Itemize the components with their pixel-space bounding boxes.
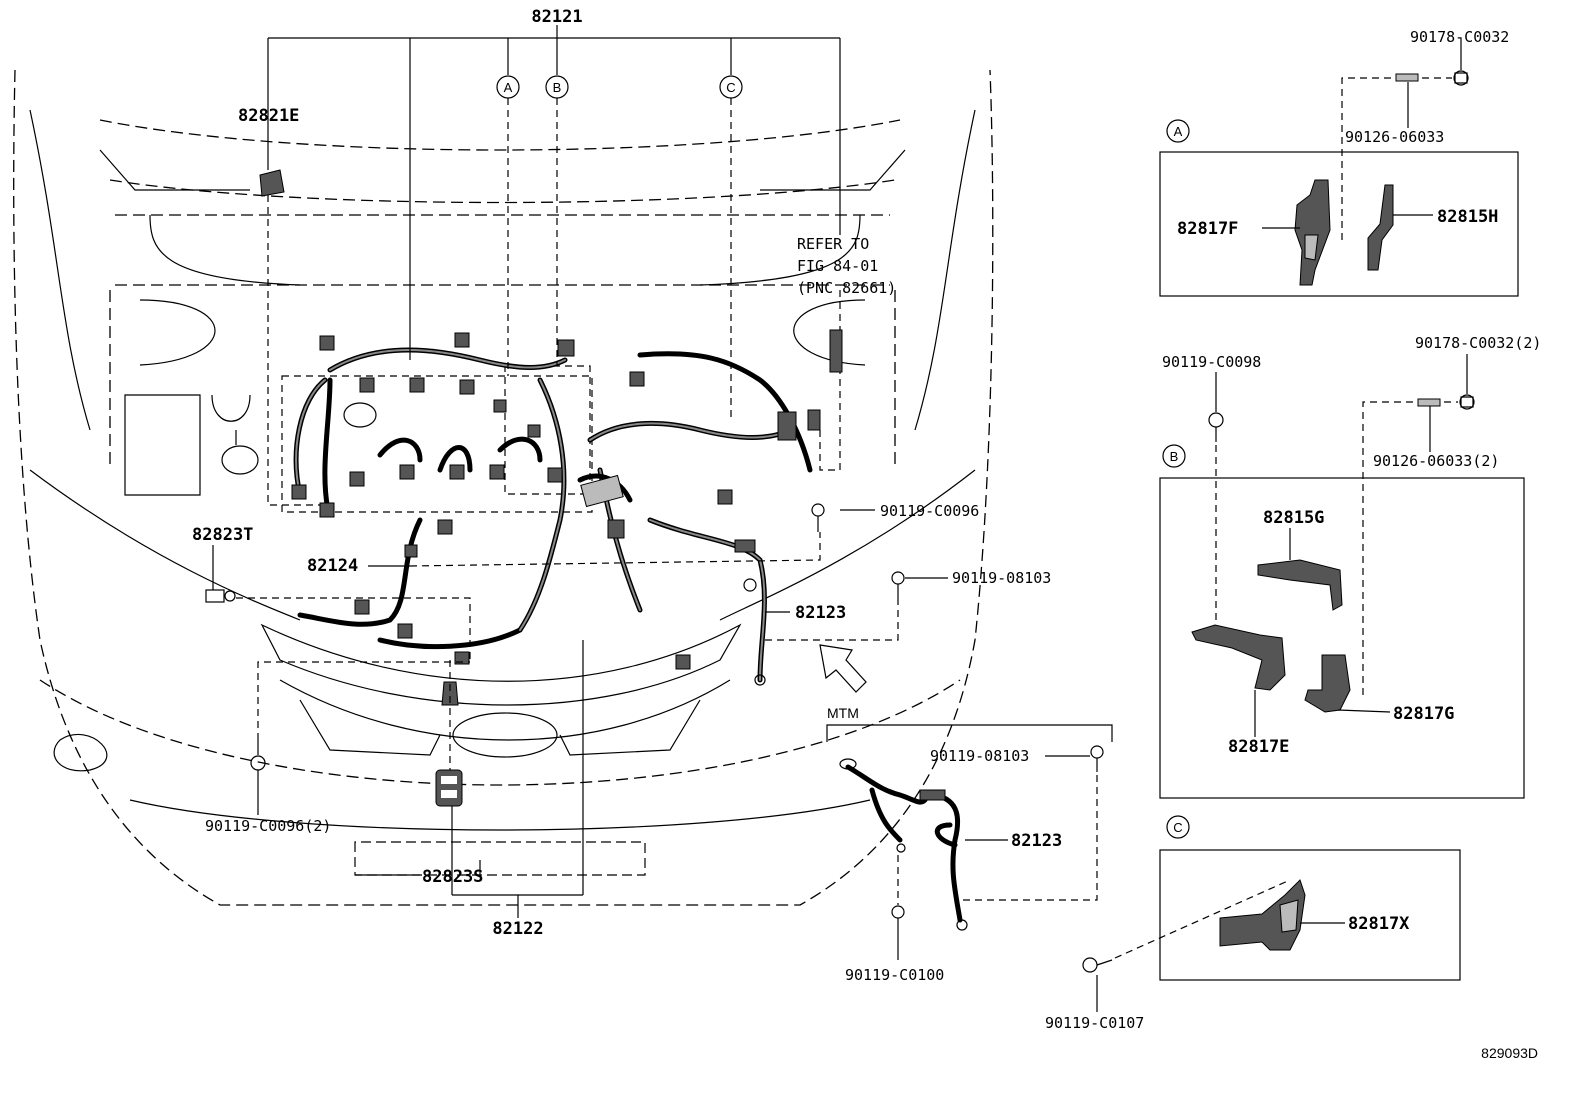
connector-82823s-part bbox=[435, 769, 463, 807]
c-bolt-icon bbox=[1082, 957, 1113, 973]
svg-text:A: A bbox=[1174, 124, 1183, 139]
label-engine-room-harness: 82122 bbox=[492, 919, 543, 939]
label-b-stud: 90126-06033(2) bbox=[1373, 452, 1499, 470]
view-arrow-icon bbox=[819, 644, 867, 693]
callout-b-detail: B bbox=[1162, 444, 1186, 468]
bolt-c0096-2-icon bbox=[250, 740, 266, 771]
callout-b-top: B bbox=[545, 75, 569, 99]
label-a-nut: 90178-C0032 bbox=[1410, 28, 1509, 46]
label-bolt-08103: 90119-08103 bbox=[952, 569, 1051, 587]
drawing-number: 829093D bbox=[1481, 1045, 1538, 1061]
svg-text:C: C bbox=[1173, 820, 1182, 835]
label-wire-82124: 82124 bbox=[307, 556, 358, 576]
label-refer-line2: FIG 84-01 bbox=[797, 257, 878, 275]
label-c-bolt: 90119-C0107 bbox=[1045, 1014, 1144, 1032]
leader-lines bbox=[212, 25, 948, 918]
detail-c: C 82817X 90119-C0107 bbox=[1045, 815, 1461, 1032]
label-b-bolt: 90119-C0098 bbox=[1162, 353, 1261, 371]
label-clamp-82821e: 82821E bbox=[238, 106, 299, 126]
label-bolt-c0096: 90119-C0096 bbox=[880, 502, 979, 520]
label-b-bracket-17g: 82817G bbox=[1393, 704, 1454, 724]
main-labels: 82121 82821E 82823T 82124 82123 82823S 8… bbox=[192, 7, 1051, 939]
detail-a: A 90178-C0032 90126-06033 82817F 82815H bbox=[1159, 28, 1519, 297]
label-mtm-bolt-08103: 90119-08103 bbox=[930, 747, 1029, 765]
label-refer-line3: (PNC 82661) bbox=[797, 279, 896, 297]
a-nut-icon bbox=[1453, 70, 1469, 86]
b-stud-icon bbox=[1417, 398, 1441, 407]
mtm-bolt-c0100-icon bbox=[891, 905, 905, 932]
bolt-c0096-icon bbox=[811, 503, 825, 532]
label-c-bracket-x: 82817X bbox=[1348, 914, 1410, 934]
label-a-bracket-h: 82815H bbox=[1437, 207, 1498, 227]
b-nut-icon bbox=[1459, 394, 1475, 410]
label-mtm-wire-82123: 82123 bbox=[1011, 831, 1062, 851]
callout-a-top: A bbox=[496, 75, 520, 99]
label-main-harness: 82121 bbox=[531, 7, 582, 27]
a-stud-icon bbox=[1395, 73, 1419, 82]
label-b-nut: 90178-C0032(2) bbox=[1415, 334, 1541, 352]
label-refer-line1: REFER TO bbox=[797, 235, 869, 253]
bolt-08103-icon bbox=[891, 571, 905, 600]
engine-harness-drawing bbox=[124, 169, 905, 807]
label-wire-82123: 82123 bbox=[795, 603, 846, 623]
svg-text:B: B bbox=[553, 80, 562, 95]
label-connector-82823t: 82823T bbox=[192, 525, 253, 545]
label-b-bracket-e: 82817E bbox=[1228, 737, 1289, 757]
clamp-82821e-part bbox=[259, 169, 285, 197]
label-bolt-c0096-2: 90119-C0096(2) bbox=[205, 817, 331, 835]
label-mtm-bolt-c0100: 90119-C0100 bbox=[845, 966, 944, 984]
mtm-inset: MTM 90119-08103 82123 90119-C0100 bbox=[826, 705, 1113, 984]
detail-b: B 90119-C0098 90178-C0032(2) 90126-06033… bbox=[1159, 334, 1541, 799]
label-a-bracket-f: 82817F bbox=[1177, 219, 1238, 239]
label-mtm: MTM bbox=[827, 705, 859, 721]
label-connector-82823s: 82823S bbox=[422, 867, 483, 887]
callout-c-top: C bbox=[719, 75, 743, 99]
label-a-stud: 90126-06033 bbox=[1345, 128, 1444, 146]
mtm-bolt-08103-icon bbox=[1090, 745, 1104, 772]
vehicle-body-outline bbox=[13, 69, 994, 906]
svg-text:A: A bbox=[504, 80, 513, 95]
b-bolt-icon bbox=[1208, 412, 1224, 442]
svg-text:B: B bbox=[1170, 449, 1179, 464]
svg-text:C: C bbox=[726, 80, 735, 95]
callout-c-detail: C bbox=[1166, 815, 1190, 839]
label-b-bracket-g: 82815G bbox=[1263, 508, 1324, 528]
callout-a-detail: A bbox=[1166, 119, 1190, 143]
